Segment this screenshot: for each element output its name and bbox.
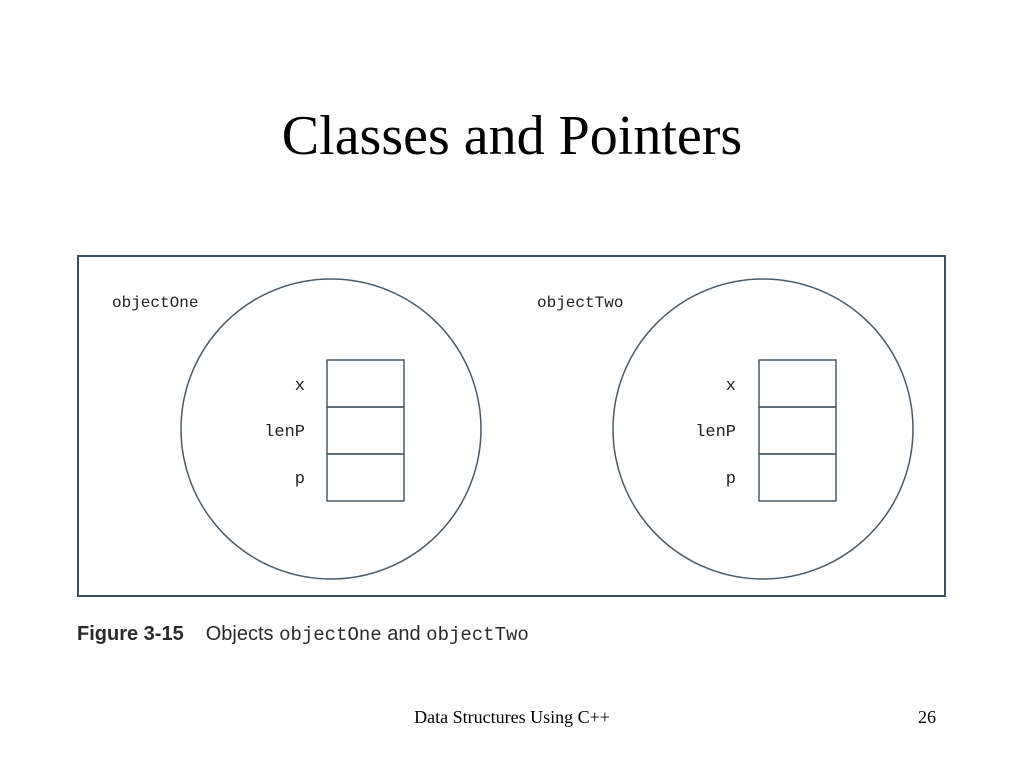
- objects-diagram: objectOne x lenP p objectTwo x lenP p: [112, 278, 914, 580]
- object-one-lenp-cell: [326, 406, 405, 455]
- object-one-x-cell: [326, 359, 405, 408]
- caption-object-one: objectOne: [279, 624, 382, 646]
- object-one-member-x: x: [295, 377, 305, 396]
- figure-frame: objectOne x lenP p objectTwo x lenP p: [77, 255, 946, 597]
- object-two-member-lenp: lenP: [695, 423, 736, 442]
- object-two-member-x: x: [726, 377, 736, 396]
- footer-course-title: Data Structures Using C++: [414, 707, 610, 727]
- object-two-label: objectTwo: [537, 294, 623, 312]
- object-one: objectOne x lenP p: [112, 278, 482, 580]
- object-one-member-lenp: lenP: [264, 423, 305, 442]
- object-two: objectTwo x lenP p: [537, 278, 914, 580]
- caption-object-two: objectTwo: [426, 624, 529, 646]
- figure-caption: Figure 3-15 Objects objectOne and objectT…: [77, 620, 529, 648]
- caption-text-mid: and: [381, 623, 427, 645]
- object-one-circle: [180, 278, 482, 580]
- object-one-label: objectOne: [112, 294, 198, 312]
- figure-number: Figure 3-15: [77, 623, 184, 645]
- object-two-circle: [612, 278, 914, 580]
- page-number: 26: [918, 707, 936, 727]
- object-two-x-cell: [758, 359, 837, 408]
- object-two-lenp-cell: [758, 406, 837, 455]
- slide-title: Classes and Pointers: [281, 105, 743, 167]
- object-two-member-p: p: [726, 470, 736, 489]
- object-two-p-cell: [758, 453, 837, 502]
- object-one-p-cell: [326, 453, 405, 502]
- object-one-member-p: p: [295, 470, 305, 489]
- caption-text-before: Objects: [205, 623, 280, 645]
